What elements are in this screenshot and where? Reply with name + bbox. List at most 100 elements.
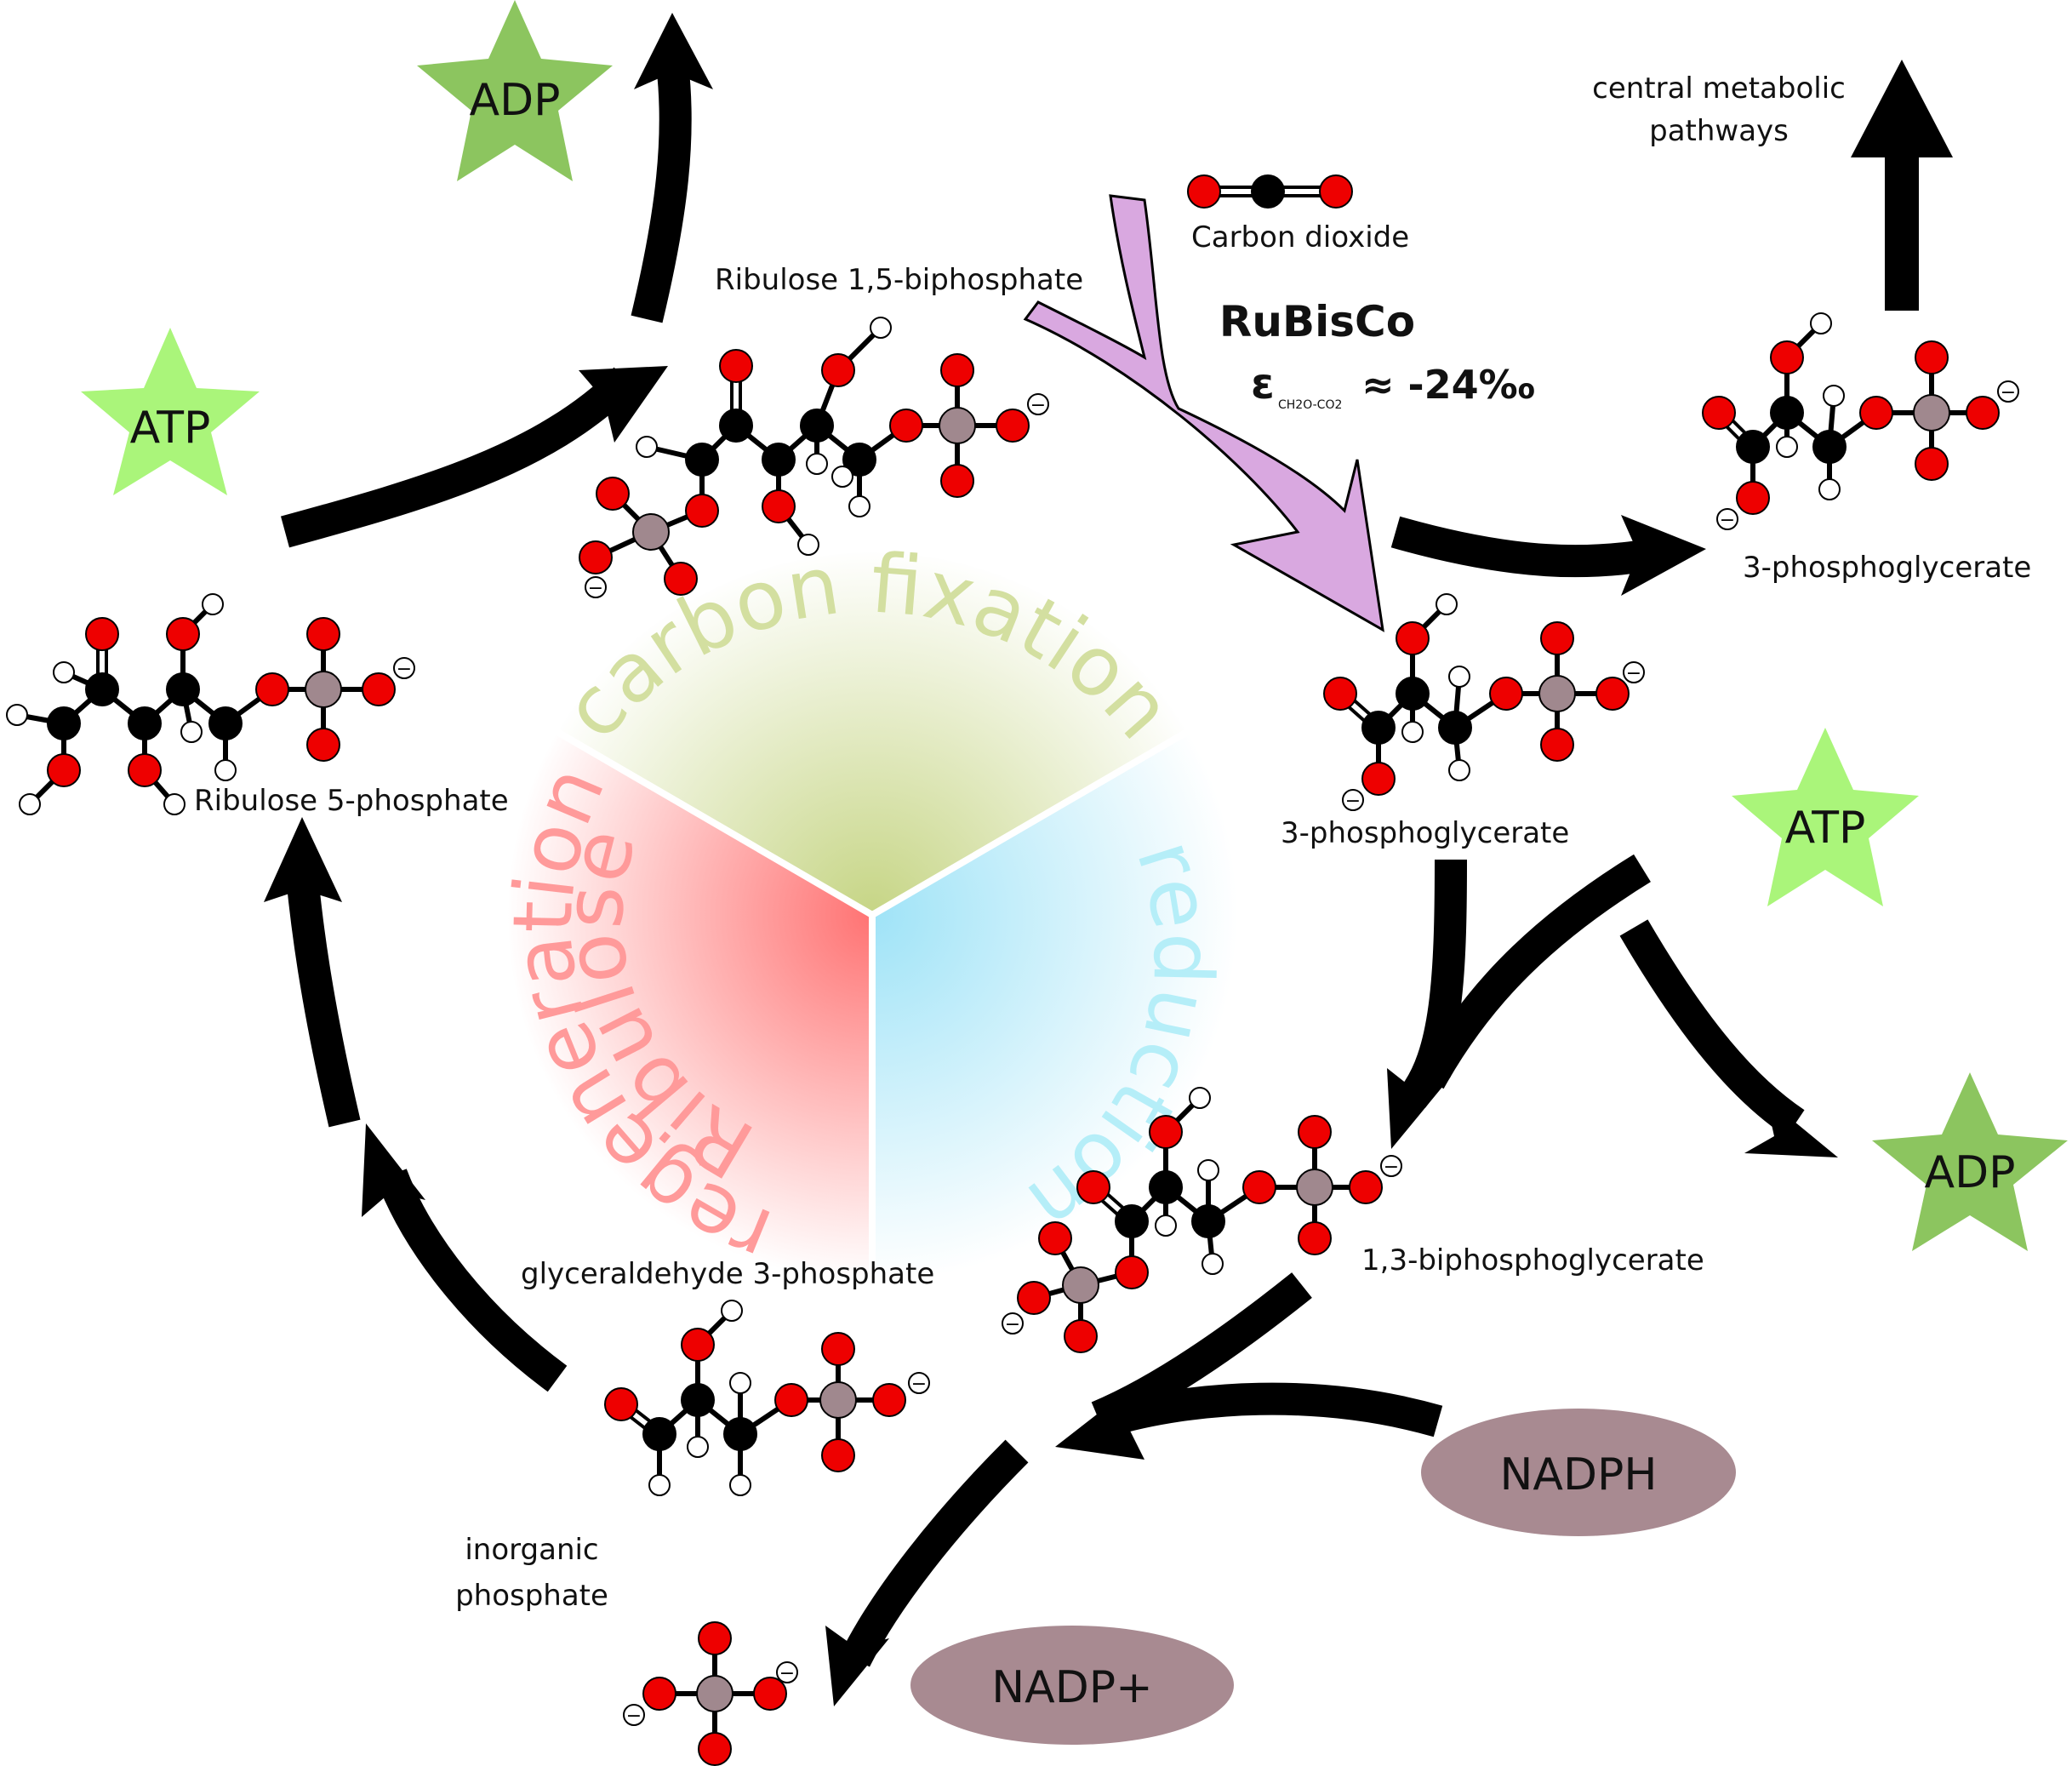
- fixation-sector: [557, 552, 1187, 915]
- oxygen-atom: [1540, 728, 1574, 762]
- arrowhead: [1851, 60, 1953, 157]
- carbon-atom: [642, 1417, 676, 1451]
- oxygen-atom: [1702, 396, 1736, 430]
- negative-charge-icon: −: [776, 1661, 798, 1684]
- oxygen-atom: [1396, 621, 1430, 655]
- reduction-sector: [872, 732, 1236, 1281]
- oxygen-atom: [1859, 396, 1893, 430]
- oxygen-atom: [596, 477, 630, 511]
- oxygen-atom: [1915, 447, 1949, 481]
- oxygen-atom: [762, 489, 796, 523]
- adp-star-top: ADP: [417, 0, 613, 181]
- hydrogen-atom: [1202, 1253, 1224, 1275]
- label-central-line1: central metabolic: [1592, 71, 1846, 106]
- oxygen-atom: [681, 1328, 715, 1362]
- charge-symbol: −: [1030, 395, 1046, 416]
- oxygen-atom: [306, 728, 340, 762]
- carbon-atom: [128, 706, 162, 740]
- oxygen-atom: [1770, 340, 1804, 374]
- hydrogen-atom: [214, 759, 237, 781]
- charge-symbol: −: [1345, 791, 1361, 812]
- negative-charge-icon: −: [623, 1704, 645, 1727]
- oxygen-atom: [1076, 1170, 1110, 1204]
- atp-star-left: ATP: [81, 328, 260, 495]
- molecule-co2: [1187, 174, 1353, 209]
- arrowhead: [1621, 515, 1706, 596]
- carbon-atom: [208, 706, 243, 740]
- arrowhead: [579, 366, 668, 443]
- carbon-atom: [1115, 1204, 1149, 1238]
- charge-symbol: −: [1384, 1157, 1399, 1178]
- cycle-arrows: [264, 13, 1953, 1706]
- oxygen-atom: [821, 1438, 855, 1472]
- hydrogen-atom: [1448, 759, 1470, 781]
- oxygen-atom: [698, 1732, 732, 1766]
- oxygen-atom: [1187, 174, 1221, 209]
- oxygen-atom: [1540, 621, 1574, 655]
- svg-text:NADP+: NADP+: [991, 1662, 1152, 1713]
- hydrogen-atom: [19, 793, 41, 815]
- phosphorus-atom: [819, 1381, 857, 1419]
- oxygen-atom: [642, 1677, 676, 1711]
- oxygen-atom: [128, 753, 162, 787]
- adp-star-right: ADP: [1872, 1072, 2068, 1251]
- hydrogen-atom: [1189, 1087, 1211, 1109]
- oxygen-atom: [47, 753, 81, 787]
- arrowhead: [825, 1626, 889, 1706]
- hydrogen-atom: [1155, 1214, 1177, 1237]
- oxygen-atom: [1115, 1255, 1149, 1289]
- negative-charge-icon: −: [1002, 1312, 1024, 1335]
- oxygen-atom: [1736, 481, 1770, 515]
- phosphorus-atom: [1913, 394, 1950, 431]
- svg-text:CH2O-CO2: CH2O-CO2: [1278, 398, 1342, 412]
- negative-charge-icon: −: [393, 657, 415, 680]
- hydrogen-atom: [729, 1474, 751, 1496]
- molecule-ru5p: −: [6, 593, 415, 815]
- arrow-3pg-to-bpg: [1399, 859, 1467, 1108]
- oxygen-atom: [1489, 677, 1523, 711]
- arrowhead: [264, 817, 342, 902]
- negative-charge-icon: −: [1997, 380, 2019, 403]
- hydrogen-atom: [1810, 312, 1832, 334]
- carbon-atom: [1770, 396, 1804, 430]
- charge-symbol: −: [2001, 382, 2016, 403]
- charge-symbol: −: [1720, 510, 1735, 531]
- carbon-atom: [85, 672, 119, 706]
- oxygen-atom: [1017, 1281, 1051, 1315]
- carbon-atom: [842, 443, 876, 477]
- hydrogen-atom: [687, 1436, 709, 1458]
- hydrogen-atom: [1448, 666, 1470, 688]
- phosphorus-atom: [305, 671, 342, 708]
- hydrogen-atom: [6, 704, 28, 726]
- hydrogen-atom: [1776, 436, 1798, 458]
- molecule-bpg: −−: [1002, 1087, 1402, 1353]
- arrow-to-ru5p: [286, 875, 361, 1128]
- label-g3p: glyceraldehyde 3-phosphate: [521, 1257, 934, 1291]
- oxygen-atom: [774, 1383, 808, 1417]
- arrow-atp-to-adp-right: [1619, 919, 1805, 1137]
- phosphorus-atom: [632, 513, 670, 551]
- oxygen-atom: [1319, 174, 1353, 209]
- oxygen-atom: [821, 353, 855, 387]
- carbon-atom: [800, 409, 834, 443]
- arrowhead: [1055, 1387, 1144, 1460]
- molecule-rubp: −−: [579, 317, 1049, 599]
- oxygen-atom: [362, 672, 396, 706]
- hydrogen-atom: [1436, 593, 1458, 615]
- hydrogen-atom: [1197, 1159, 1219, 1181]
- carbon-atom: [1251, 174, 1285, 209]
- oxygen-atom: [1242, 1170, 1276, 1204]
- arrow-nadph-join: [1101, 1382, 1443, 1437]
- oxygen-atom: [1298, 1221, 1332, 1255]
- oxygen-atom: [1966, 396, 2000, 430]
- oxygen-atom: [166, 617, 200, 651]
- arrow-to-phosphate: [841, 1439, 1029, 1667]
- oxygen-atom: [1064, 1319, 1098, 1353]
- hydrogen-atom: [53, 661, 75, 683]
- label-3pg-top: 3-phosphoglycerate: [1743, 551, 2031, 585]
- oxygen-atom: [872, 1383, 906, 1417]
- negative-charge-icon: −: [585, 576, 607, 599]
- oxygen-atom: [1915, 340, 1949, 374]
- carbon-atom: [762, 443, 796, 477]
